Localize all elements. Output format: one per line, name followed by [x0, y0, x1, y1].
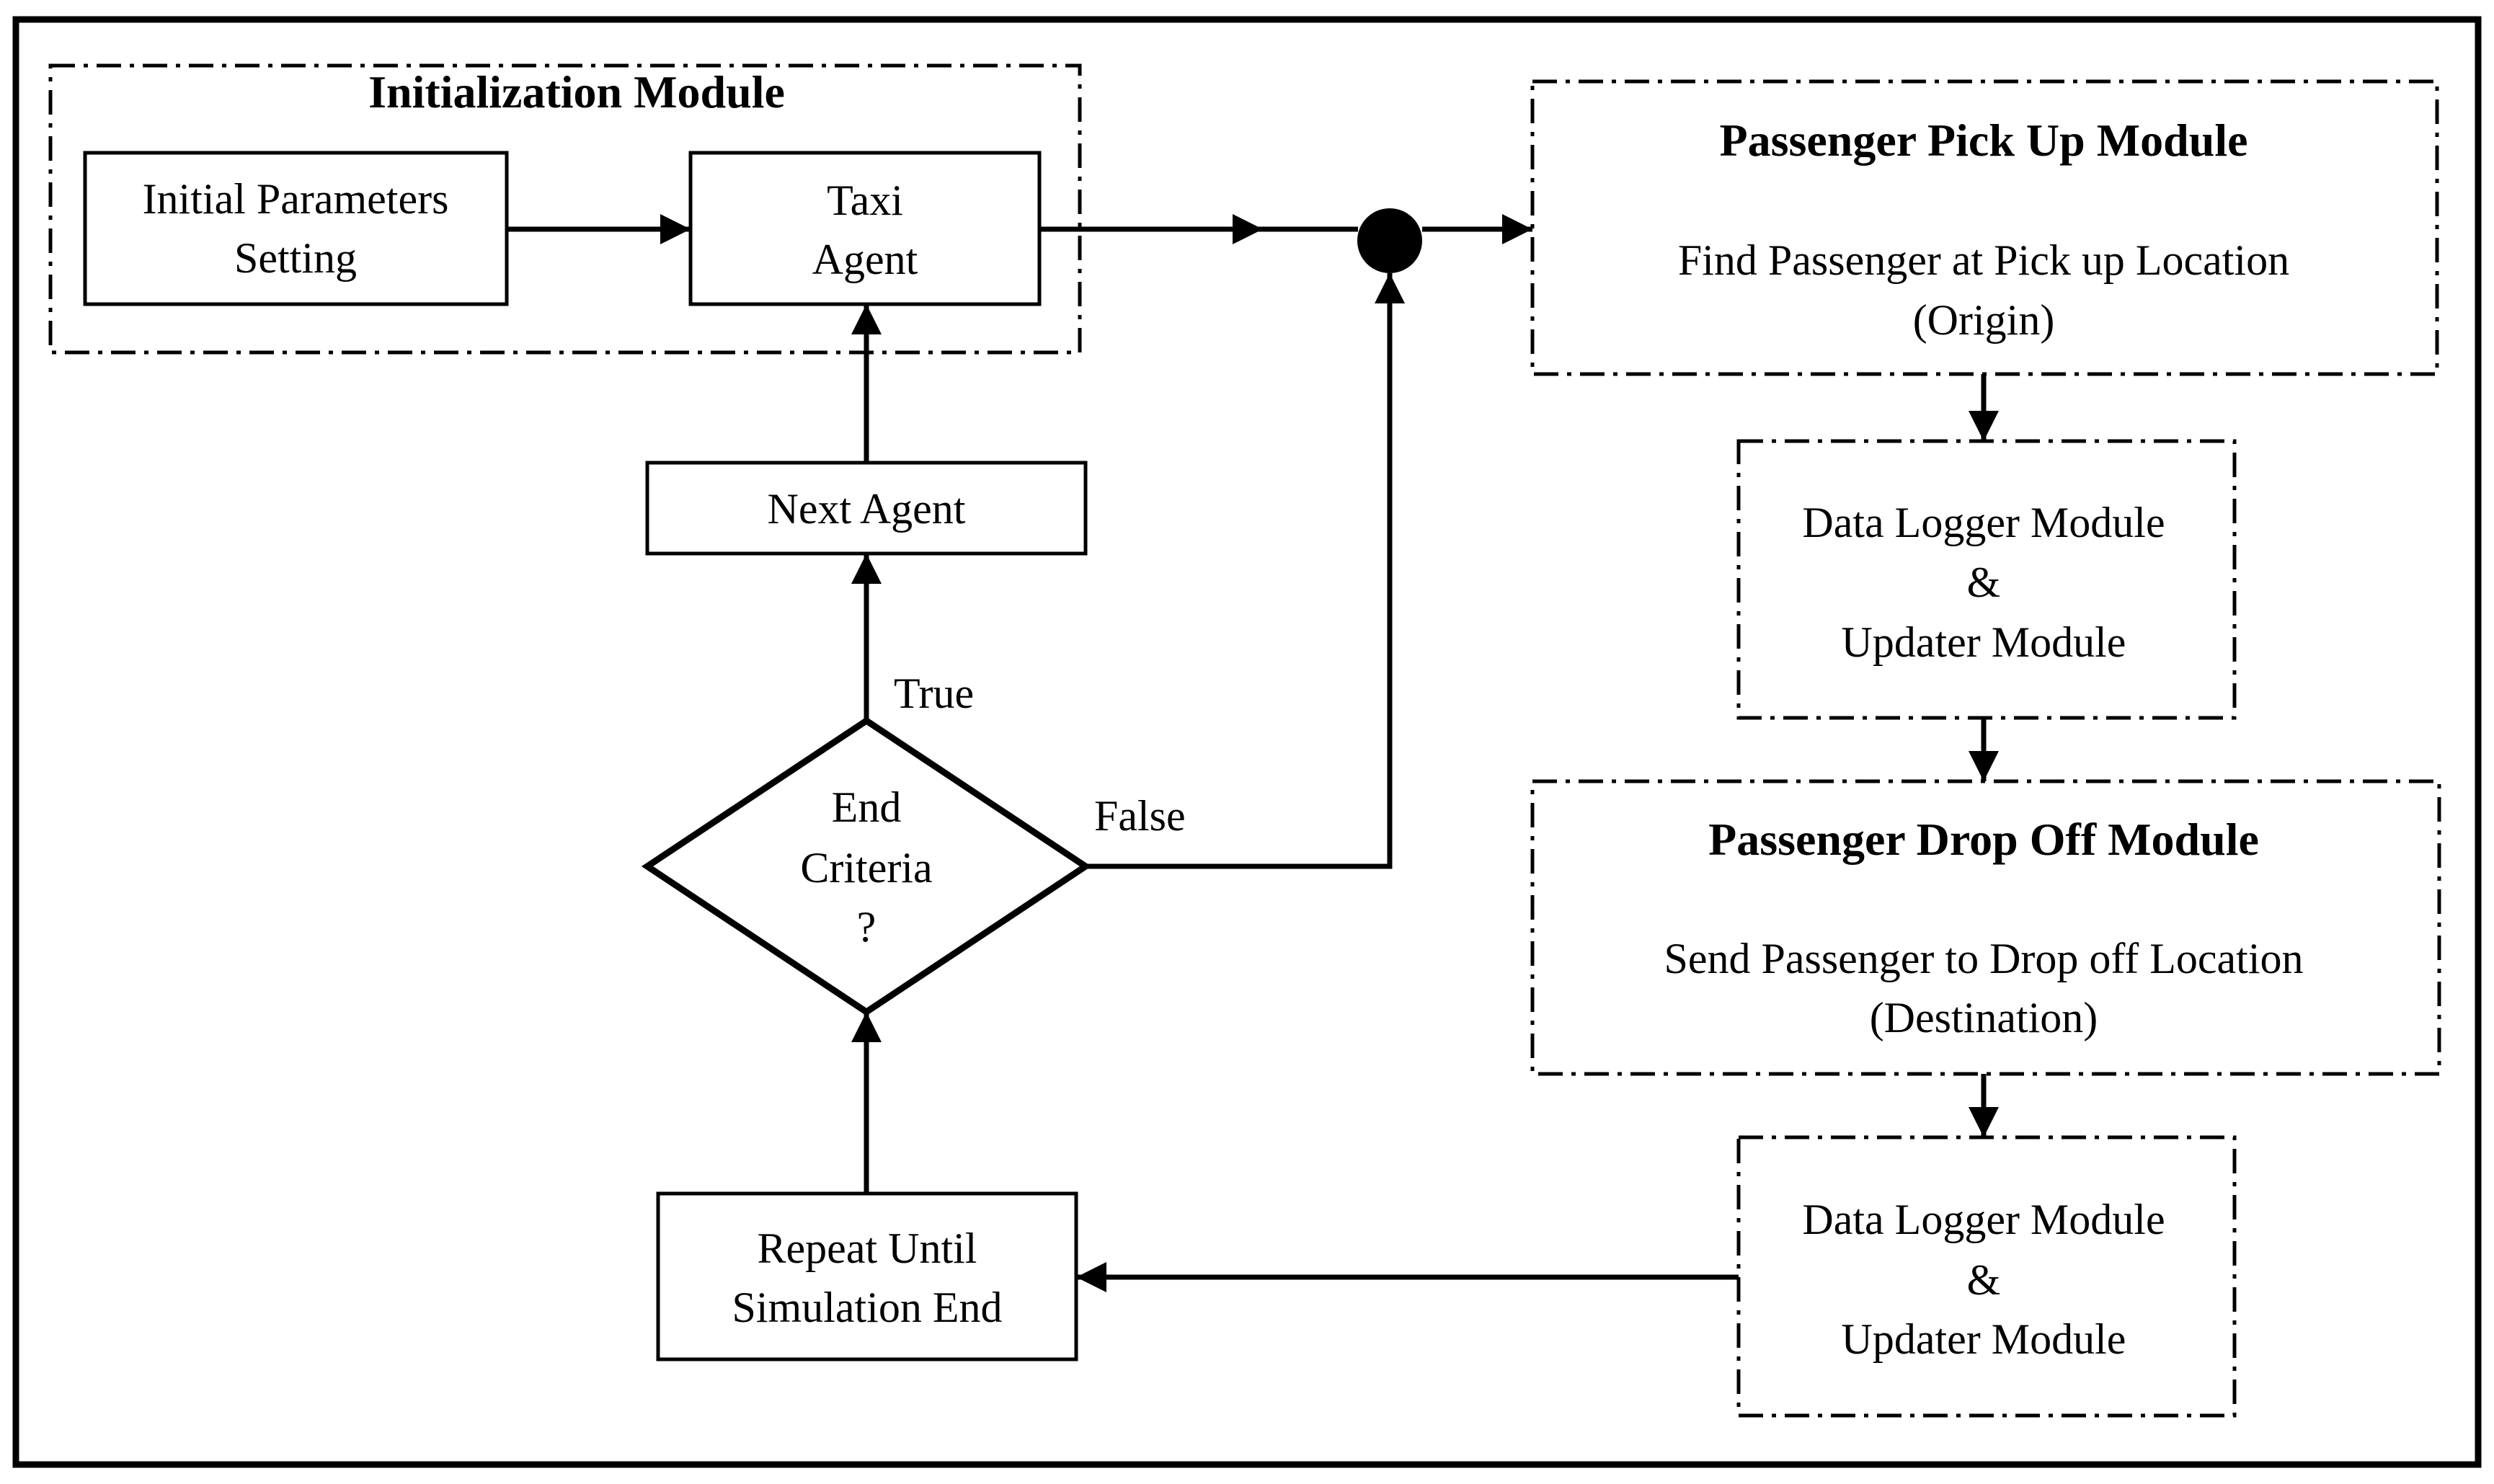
end-criteria-label-3: ?	[857, 903, 877, 951]
initial-parameters-box	[83, 151, 509, 306]
end-criteria-label: End	[832, 783, 902, 831]
data-logger-1-amp: &	[1967, 559, 2001, 606]
initialization-module-title: Initialization Module	[368, 66, 785, 117]
dropoff-module-desc-2: (Destination)	[1870, 994, 2098, 1041]
data-logger-1-label: Data Logger Module	[1802, 499, 2165, 546]
next-agent-label: Next Agent	[768, 485, 966, 533]
next-agent-box	[645, 461, 1088, 556]
dropoff-module-desc: Send Passenger to Drop off Location	[1664, 935, 2303, 982]
data-logger-1-label-2: Updater Module	[1842, 618, 2126, 666]
false-label: False	[1094, 792, 1186, 840]
pickup-module-title: Passenger Pick Up Module	[1719, 115, 2247, 166]
outer-frame	[12, 16, 2482, 1468]
repeat-until-label: Repeat Until	[758, 1225, 977, 1272]
initialization-module-box	[48, 63, 1082, 355]
initial-parameters-label-2: Setting	[234, 234, 357, 282]
data-logger-2-label: Data Logger Module	[1802, 1196, 2165, 1243]
taxi-agent-box	[688, 151, 1042, 306]
initial-parameters-label: Initial Parameters	[143, 175, 449, 223]
taxi-agent-label-2: Agent	[812, 236, 918, 283]
data-logger-box-1	[1736, 439, 2237, 720]
data-logger-2-amp: &	[1967, 1256, 2001, 1304]
true-label: True	[894, 670, 974, 717]
data-logger-2-label-2: Updater Module	[1842, 1315, 2126, 1363]
dropoff-module-title: Passenger Drop Off Module	[1708, 814, 2259, 865]
data-logger-box-2	[1736, 1135, 2237, 1418]
taxi-agent-label: Taxi	[827, 177, 903, 224]
arrow-false-to-junction	[1086, 273, 1405, 869]
pickup-module-desc: Find Passenger at Pick up Location	[1678, 236, 2289, 284]
end-criteria-label-2: Criteria	[800, 844, 932, 892]
junction-dot	[1357, 208, 1422, 273]
repeat-until-label-2: Simulation End	[732, 1284, 1003, 1331]
pickup-module-desc-2: (Origin)	[1913, 296, 2055, 344]
repeat-until-box	[656, 1191, 1078, 1361]
